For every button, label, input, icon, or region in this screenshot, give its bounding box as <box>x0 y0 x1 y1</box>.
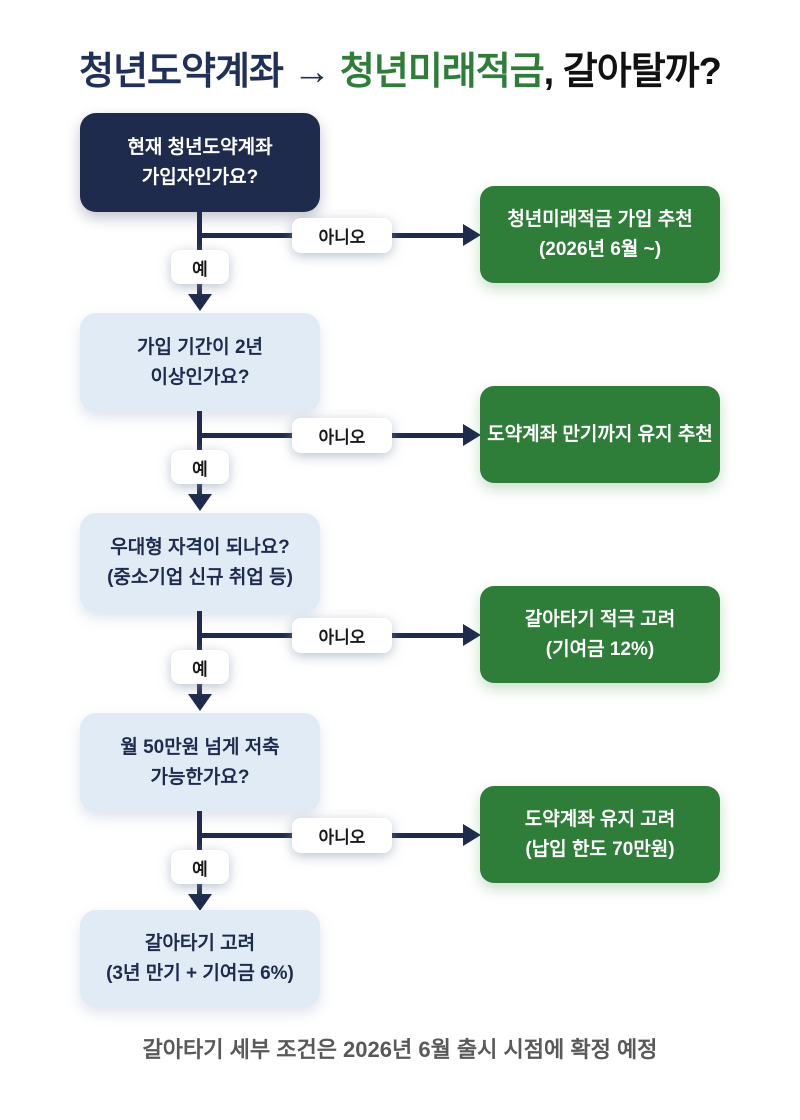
label-yes-3: 예 <box>171 650 229 684</box>
question-box-1: 현재 청년도약계좌 가입자인가요? <box>80 113 320 212</box>
final-box: 갈아타기 고려 (3년 만기 + 기여금 6%) <box>80 910 320 1007</box>
outcome-box-2: 도약계좌 만기까지 유지 추천 <box>480 386 720 483</box>
arrow-right-icon-1 <box>463 224 481 246</box>
label-yes-2: 예 <box>171 450 229 484</box>
title-savings-name: 청년미래적금 <box>339 51 545 93</box>
label-no-3: 아니오 <box>292 618 392 653</box>
outcome-1-line-2: (2026년 6월 ~) <box>538 238 662 260</box>
outcome-1-line-1: 청년미래적금 가입 추천 <box>507 209 693 231</box>
page-title: 청년도약계좌→청년미래적금, 갈아탈까? <box>0 40 800 95</box>
label-yes-1: 예 <box>171 250 229 284</box>
label-yes-4-text: 예 <box>192 859 208 879</box>
label-no-2-text: 아니오 <box>318 428 366 447</box>
outcome-4-line-2: (납입 한도 70만원) <box>525 838 675 860</box>
outcome-2-line-1: 도약계좌 만기까지 유지 추천 <box>487 423 713 445</box>
question-4-line-2: 가능한가요? <box>150 766 250 788</box>
question-box-3: 우대형 자격이 되나요? (중소기업 신규 취업 등) <box>80 513 320 612</box>
question-3-line-1: 우대형 자격이 되나요? <box>110 537 290 559</box>
arrow-down-icon-3 <box>188 694 212 711</box>
final-line-2: (3년 만기 + 기여금 6%) <box>106 962 294 984</box>
title-account-name: 청년도약계좌 <box>79 51 284 93</box>
label-no-1: 아니오 <box>292 218 392 253</box>
arrow-down-icon-2 <box>188 494 212 511</box>
label-no-3-text: 아니오 <box>318 628 366 647</box>
outcome-3-line-2: (기여금 12%) <box>545 638 655 660</box>
question-4-line-1: 월 50만원 넘게 저축 <box>120 737 280 759</box>
outcome-box-3: 갈아타기 적극 고려 (기여금 12%) <box>480 586 720 683</box>
label-yes-4: 예 <box>171 850 229 884</box>
question-1-line-1: 현재 청년도약계좌 <box>127 137 273 159</box>
label-yes-3-text: 예 <box>192 659 208 679</box>
label-no-2: 아니오 <box>292 418 392 453</box>
label-no-4: 아니오 <box>292 818 392 853</box>
title-question: , 갈아탈까? <box>543 51 722 93</box>
outcome-4-line-1: 도약계좌 유지 고려 <box>524 809 676 831</box>
label-no-4-text: 아니오 <box>318 828 366 847</box>
arrow-right-icon-3 <box>463 624 481 646</box>
question-1-line-2: 가입자인가요? <box>141 166 259 188</box>
outcome-3-line-1: 갈아타기 적극 고려 <box>524 609 676 631</box>
question-2-line-2: 이상인가요? <box>150 366 250 388</box>
arrow-down-icon-1 <box>188 294 212 311</box>
question-2-line-1: 가입 기간이 2년 <box>136 337 263 359</box>
outcome-box-4: 도약계좌 유지 고려 (납입 한도 70만원) <box>480 786 720 883</box>
question-box-4: 월 50만원 넘게 저축 가능한가요? <box>80 713 320 812</box>
outcome-box-1: 청년미래적금 가입 추천 (2026년 6월 ~) <box>480 186 720 283</box>
title-arrow-glyph: → <box>292 51 331 93</box>
question-3-line-2: (중소기업 신규 취업 등) <box>107 566 293 588</box>
arrow-down-icon-4 <box>188 894 212 911</box>
arrow-right-icon-4 <box>463 824 481 846</box>
label-yes-2-text: 예 <box>192 459 208 479</box>
arrow-right-icon-2 <box>463 424 481 446</box>
label-no-1-text: 아니오 <box>318 228 366 247</box>
label-yes-1-text: 예 <box>192 259 208 279</box>
footer-note: 갈아타기 세부 조건은 2026년 6월 출시 시점에 확정 예정 <box>142 1037 658 1062</box>
final-line-1: 갈아타기 고려 <box>144 933 256 955</box>
question-box-2: 가입 기간이 2년 이상인가요? <box>80 313 320 412</box>
